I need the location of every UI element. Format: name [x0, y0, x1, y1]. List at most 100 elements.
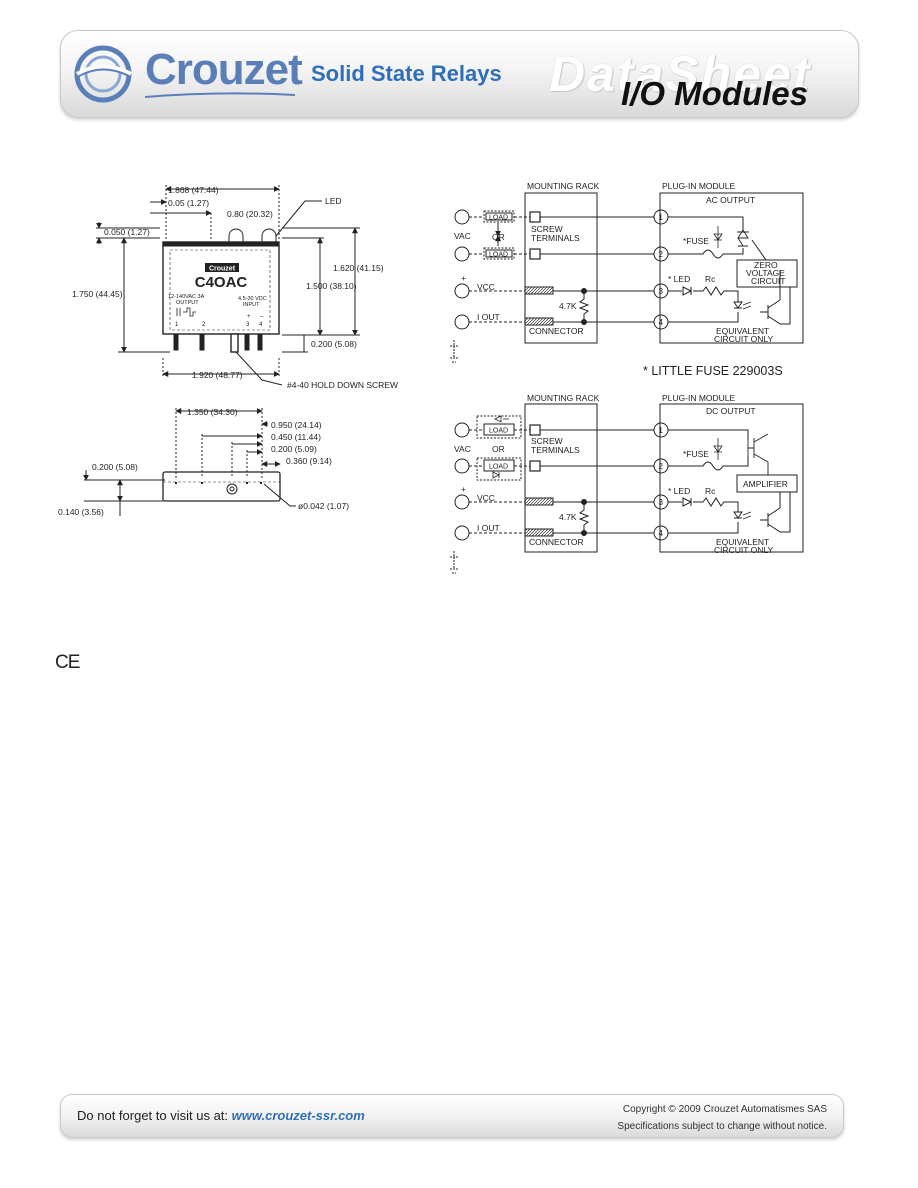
dim-top-offset: 0.050 (1.27) [104, 227, 150, 237]
footer-copyright-block: Copyright © 2009 Crouzet Automatismes SA… [617, 1101, 827, 1135]
dim-pin-length: 0.200 (5.08) [311, 339, 357, 349]
ac-resistor: 4.7K [559, 301, 577, 311]
ac-or: OR [492, 232, 505, 242]
website-link[interactable]: www.crouzet-ssr.com [231, 1108, 365, 1123]
dim-led-offset: 0.80 (20.32) [227, 209, 273, 219]
dim-total-height: 1.750 (44.45) [72, 289, 123, 299]
label-logo: Crouzet [209, 266, 236, 273]
datasheet-watermark: DataSheet [549, 46, 812, 102]
dim-d3: 0.200 (5.09) [271, 444, 317, 454]
dim-overall-width: 1.868 (47.44) [168, 185, 219, 195]
dim-span: 1.350 (34.30) [187, 407, 238, 417]
dim-d2: 0.450 (11.44) [271, 432, 321, 442]
input-label: INPUT [243, 302, 260, 308]
dim-pin-offset: 0.05 (1.27) [168, 198, 209, 208]
dc-rack-label: MOUNTING RACK [527, 393, 600, 403]
ac-zero-2: VOLTAGE [746, 268, 785, 278]
dc-load-1: LOAD [489, 428, 508, 435]
ac-connector: CONNECTOR [529, 326, 584, 336]
ac-zero-3: CIRCUIT [751, 276, 785, 286]
series-title: I/O Modules [621, 75, 809, 112]
dim-row: 0.140 (3.56) [58, 507, 104, 517]
ac-pin-2: 2 [659, 250, 664, 259]
dim-body-height: 1.620 (41.15) [333, 263, 384, 273]
dim-hole: ø0.042 (1.07) [298, 501, 349, 511]
ac-plus: + [461, 273, 466, 283]
label-pin-4: 4 [259, 322, 263, 328]
dc-amplifier: AMPLIFIER [743, 479, 788, 489]
output-label: OUTPUT [176, 300, 199, 306]
brand-name: Crouzet [145, 45, 303, 94]
dim-pin-height: 1.500 (38.10) [306, 281, 357, 291]
dc-vac: VAC [454, 444, 471, 454]
technical-drawings: Crouzet C4OAC 12-140VAC 3A OUTPUT 4.5-30… [58, 181, 804, 574]
dc-schematic-labels: MOUNTING RACK PLUG-IN MODULE DC OUTPUT L… [454, 393, 788, 555]
dim-d4: 0.360 (9.14) [286, 456, 332, 466]
dc-pin-1: 1 [659, 426, 664, 435]
input-rating: 4.5-30 VDC [238, 296, 267, 302]
footer-visit-text: Do not forget to visit us at: [77, 1108, 232, 1123]
ac-schematic-labels: MOUNTING RACK PLUG-IN MODULE AC OUTPUT L… [454, 181, 785, 344]
ac-pin-1: 1 [659, 213, 664, 222]
ac-pin-3: 3 [659, 287, 664, 296]
label-pin-1: 1 [175, 322, 179, 328]
ac-equiv-2: CIRCUIT ONLY [714, 334, 774, 344]
dc-screw-2: TERMINALS [531, 445, 580, 455]
dc-screw-1: SCREW [531, 436, 563, 446]
ac-equiv-1: EQUIVALENT [716, 326, 769, 336]
ac-screw-1: SCREW [531, 224, 563, 234]
dim-d1: 0.950 (24.14) [271, 420, 322, 430]
brand-swoosh-icon [145, 92, 295, 98]
output-rating: 12-140VAC 3A [168, 294, 205, 300]
ac-vcc: VCC [477, 282, 495, 292]
dc-or: OR [492, 444, 505, 454]
dc-pin-4: 4 [659, 529, 664, 538]
ac-module-label: PLUG-IN MODULE [662, 181, 736, 191]
ac-zero-1: ZERO [754, 260, 778, 270]
dc-equiv-1: EQUIVALENT [716, 537, 769, 547]
dc-pin-2: 2 [659, 462, 664, 471]
ac-vac: VAC [454, 231, 471, 241]
ac-iout: I OUT [477, 312, 500, 322]
ac-screw-2: TERMINALS [531, 233, 580, 243]
ce-mark: CE [55, 652, 80, 673]
footer-copyright: Copyright © 2009 Crouzet Automatismes SA… [622, 1104, 827, 1115]
dc-rc: Rc [705, 486, 716, 496]
dc-led: * LED [668, 486, 690, 496]
ac-load-2: LOAD [489, 252, 508, 259]
ac-rack-label: MOUNTING RACK [527, 181, 600, 191]
ac-output-type: AC OUTPUT [706, 195, 755, 205]
dc-output-schematic [450, 403, 804, 574]
crouzet-logo-icon [74, 45, 132, 103]
footer-visit: Do not forget to visit us at: www.crouze… [77, 1108, 365, 1123]
ac-load-1: LOAD [489, 215, 508, 222]
output-symbol-icon [176, 307, 196, 317]
page-header: Crouzet Solid State Relays DataSheet I/O… [60, 30, 859, 118]
dc-iout: I OUT [477, 523, 500, 533]
ac-output-schematic [450, 192, 804, 363]
dim-base-width: 1.920 (48.77) [192, 370, 243, 380]
dc-module-label: PLUG-IN MODULE [662, 393, 736, 403]
fuse-note: * LITTLE FUSE 229003S [643, 364, 783, 378]
label-pin-3: 3 [246, 322, 250, 328]
ac-rc: Rc [705, 274, 716, 284]
dc-equiv-2: CIRCUIT ONLY [714, 545, 774, 555]
footprint-drawing [83, 408, 296, 516]
dim-screw: #4-40 HOLD DOWN SCREW [287, 380, 398, 390]
label-pin-2: 2 [202, 322, 206, 328]
dim-edge: 0.200 (5.08) [92, 462, 138, 472]
dc-load-2: LOAD [489, 464, 508, 471]
module-part-number: C4OAC [195, 274, 248, 291]
ac-pin-4: 4 [659, 318, 664, 327]
dc-connector: CONNECTOR [529, 537, 584, 547]
label-logo-box [205, 263, 239, 272]
dc-vcc: VCC [477, 493, 495, 503]
page-footer: Do not forget to visit us at: www.crouze… [60, 1094, 844, 1138]
dc-output-type: DC OUTPUT [706, 406, 756, 416]
dc-resistor: 4.7K [559, 512, 577, 522]
dim-led-label: LED [325, 196, 342, 206]
ac-led: * LED [668, 274, 690, 284]
polarity-minus: – [260, 314, 264, 320]
module-outline-drawing [96, 185, 360, 386]
dc-fuse: *FUSE [683, 449, 709, 459]
